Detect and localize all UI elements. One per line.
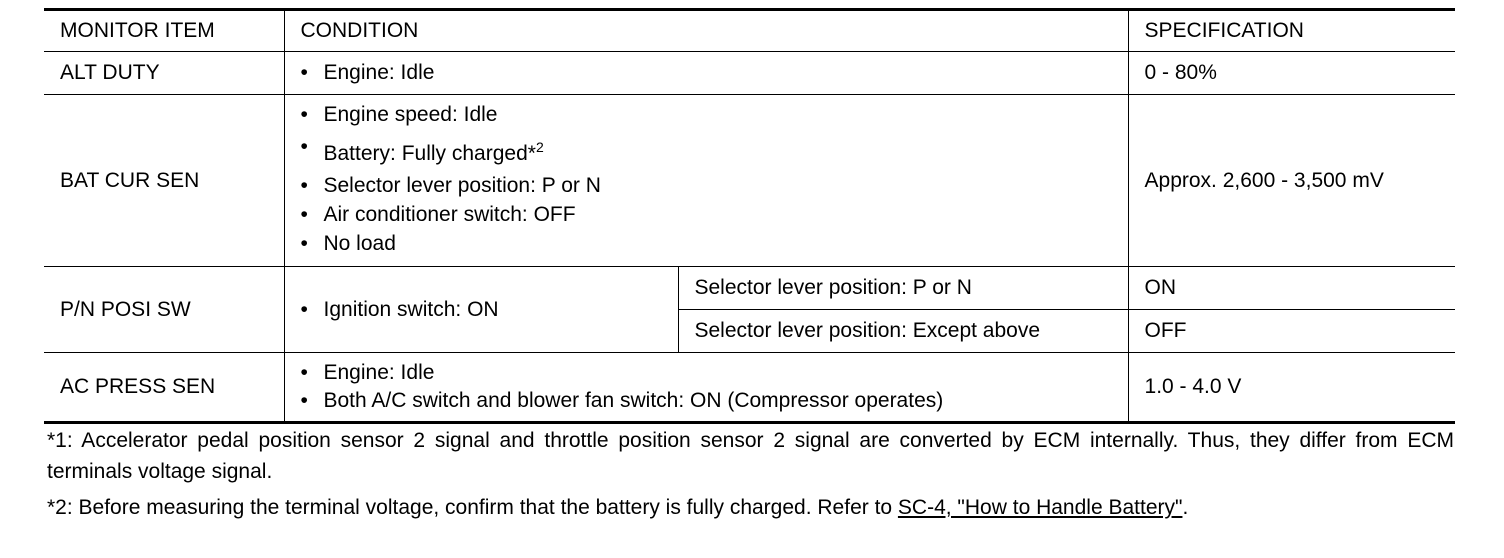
condition-item-text: Battery: Fully charged* bbox=[323, 142, 536, 165]
condition-item-battery: Battery: Fully charged*2 bbox=[301, 130, 1128, 171]
monitor-spec-table: MONITOR ITEM CONDITION SPECIFICATION ALT… bbox=[44, 8, 1456, 424]
table-row: BAT CUR SEN Engine speed: Idle Battery: … bbox=[44, 94, 1456, 267]
table-row: ALT DUTY Engine: Idle 0 - 80% bbox=[44, 51, 1456, 95]
sub-condition-cell: Selector lever position: P or N bbox=[677, 266, 1129, 310]
condition-cell: Engine speed: Idle Battery: Fully charge… bbox=[283, 94, 1129, 267]
table-row: P/N POSI SW Ignition switch: ON Selector… bbox=[44, 266, 1456, 353]
spec-cell: 1.0 - 4.0 V bbox=[1127, 352, 1456, 424]
condition-item: Ignition switch: ON bbox=[301, 296, 678, 324]
condition-cell: Engine: Idle bbox=[283, 51, 1129, 95]
spec-cell: Approx. 2,600 - 3,500 mV bbox=[1127, 94, 1456, 267]
condition-item: Engine: Idle bbox=[301, 359, 1128, 387]
header-monitor-item: MONITOR ITEM bbox=[44, 8, 285, 52]
spec-cell: 0 - 80% bbox=[1127, 51, 1456, 95]
condition-item: Air conditioner switch: OFF bbox=[301, 200, 1128, 229]
spec-cell: OFF bbox=[1127, 309, 1456, 353]
spec-cell: ON bbox=[1127, 266, 1456, 310]
item-cell: BAT CUR SEN bbox=[44, 94, 285, 267]
table-header-row: MONITOR ITEM CONDITION SPECIFICATION bbox=[44, 8, 1456, 52]
condition-item: Selector lever position: P or N bbox=[301, 171, 1128, 200]
table-row: AC PRESS SEN Engine: Idle Both A/C switc… bbox=[44, 352, 1456, 424]
sub-condition-cell: Selector lever position: Except above bbox=[678, 309, 1129, 353]
item-cell: AC PRESS SEN bbox=[44, 352, 285, 424]
footnote-2-end: . bbox=[1182, 496, 1189, 519]
footnote-marker: 2 bbox=[535, 139, 544, 155]
battery-handling-link[interactable]: SC-4, "How to Handle Battery" bbox=[897, 496, 1183, 519]
footnote-1: *1: Accelerator pedal position sensor 2 … bbox=[47, 429, 1454, 483]
footnotes: *1: Accelerator pedal position sensor 2 … bbox=[47, 425, 1454, 523]
item-cell: P/N POSI SW bbox=[44, 266, 285, 353]
table-row: Selector lever position: Except above OF… bbox=[44, 309, 1456, 353]
header-specification: SPECIFICATION bbox=[1127, 8, 1456, 52]
footnote-2: *2: Before measuring the terminal voltag… bbox=[47, 492, 1454, 523]
condition-cell: Engine: Idle Both A/C switch and blower … bbox=[283, 352, 1129, 424]
condition-item: Both A/C switch and blower fan switch: O… bbox=[301, 387, 1128, 415]
condition-item: No load bbox=[301, 229, 1128, 258]
condition-item: Engine: Idle bbox=[301, 59, 1128, 87]
condition-cell: Ignition switch: ON bbox=[283, 266, 679, 353]
item-cell: ALT DUTY bbox=[44, 51, 285, 95]
condition-item: Engine speed: Idle bbox=[301, 99, 1128, 130]
header-condition: CONDITION bbox=[283, 8, 1129, 52]
footnote-2-text: *2: Before measuring the terminal voltag… bbox=[47, 496, 898, 519]
